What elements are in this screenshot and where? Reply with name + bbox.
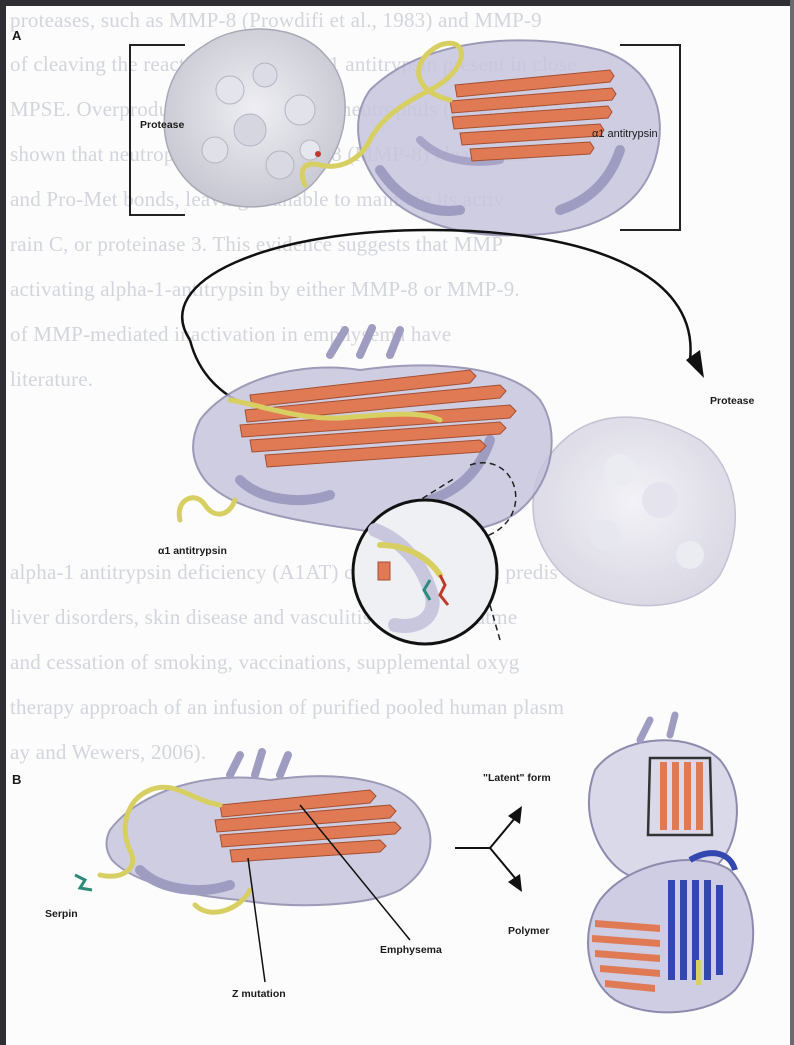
acylation-arc-arrow (182, 230, 690, 360)
lower-antitrypsin-label: α1 antitrypsin (158, 545, 227, 557)
panel-letter-a: A (12, 28, 21, 43)
branch-arrow-down (490, 848, 515, 878)
latent-form-structure (589, 715, 737, 883)
magnified-inset (353, 500, 497, 644)
arc-arrowhead (686, 350, 704, 378)
emphysema-label: Emphysema (380, 944, 442, 956)
protease-surface-lower (533, 417, 735, 606)
latent-form-label: "Latent" form (483, 772, 551, 784)
branch-arrow-up (455, 818, 515, 848)
protease-label: Protease (140, 119, 184, 131)
antitrypsin-label: α1 antitrypsin (592, 128, 658, 140)
serpin-residue (75, 875, 92, 890)
z-mutation-label: Z mutation (232, 988, 286, 1000)
protease-surface-blob (164, 29, 345, 207)
protease-arrow-label: Protease (710, 395, 754, 407)
polymer-structure (588, 853, 753, 1012)
panel-letter-b: B (12, 772, 21, 787)
cleavage-site-marker (315, 151, 321, 157)
branch-arrowhead-up (508, 806, 522, 824)
serpin-label: Serpin (45, 908, 78, 920)
polymer-label: Polymer (508, 925, 549, 937)
